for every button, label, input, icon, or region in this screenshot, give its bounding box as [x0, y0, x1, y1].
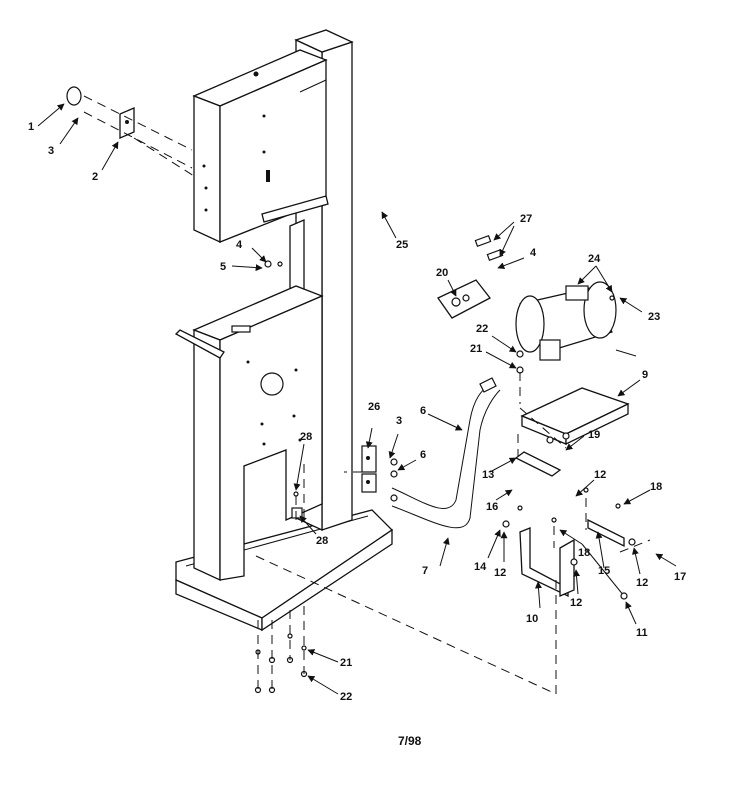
motor-mount-plate: [520, 387, 630, 446]
callout-11: 11: [636, 627, 648, 639]
callout-12: 12: [636, 577, 648, 589]
callout-21: 21: [470, 343, 482, 355]
callout-7: 7: [422, 565, 428, 577]
tension-bolt: [581, 543, 628, 600]
strain-relief-plate: [437, 279, 491, 319]
callout-15: 15: [598, 565, 610, 577]
callout-17: 17: [674, 571, 686, 583]
callout-4: 4: [530, 247, 537, 259]
motor: [515, 281, 637, 361]
fasteners: [254, 260, 636, 694]
callout-23: 23: [648, 311, 660, 323]
callout-9: 9: [642, 369, 648, 381]
power-cord: [391, 377, 501, 529]
switch-box: [361, 445, 377, 493]
upper-wheel-housing: [192, 49, 329, 244]
callout-3: 3: [48, 145, 54, 157]
date-code: 7/98: [398, 734, 422, 748]
callout-27: 27: [520, 213, 532, 225]
callout-10: 10: [526, 613, 538, 625]
callout-6: 6: [420, 405, 426, 417]
callout-28: 28: [316, 535, 328, 547]
callout-18: 18: [578, 547, 590, 559]
hinge-rod: [514, 451, 562, 477]
leader-arrows: [37, 103, 677, 695]
base-plate: [175, 509, 394, 632]
callout-26: 26: [368, 401, 380, 413]
callout-25: 25: [396, 239, 408, 251]
callout-2: 2: [92, 171, 98, 183]
callout-3: 3: [396, 415, 402, 427]
callout-20: 20: [436, 267, 448, 279]
callout-18: 18: [650, 481, 662, 493]
cord-clamps: [474, 235, 504, 261]
callout-12: 12: [494, 567, 506, 579]
motor-bracket: [519, 527, 575, 598]
callout-22: 22: [340, 691, 352, 703]
callout-labels: 1 3 2 4 5 25 27 4 20 24 23 22 21 9 6 26 …: [28, 121, 686, 703]
callout-13: 13: [482, 469, 494, 481]
callout-28: 28: [300, 431, 312, 443]
callout-14: 14: [474, 561, 487, 573]
assembly-lines: [83, 95, 651, 695]
callout-12: 12: [594, 469, 606, 481]
knob-and-plate: [66, 86, 135, 139]
callout-1: 1: [28, 121, 34, 133]
callout-21: 21: [340, 657, 352, 669]
callout-6: 6: [420, 449, 426, 461]
callout-5: 5: [220, 261, 226, 273]
callout-16: 16: [486, 501, 498, 513]
link-bar: [587, 518, 625, 548]
callout-19: 19: [588, 429, 600, 441]
callout-12: 12: [570, 597, 582, 609]
callout-4: 4: [236, 239, 243, 251]
callout-24: 24: [588, 253, 601, 265]
callout-22: 22: [476, 323, 488, 335]
